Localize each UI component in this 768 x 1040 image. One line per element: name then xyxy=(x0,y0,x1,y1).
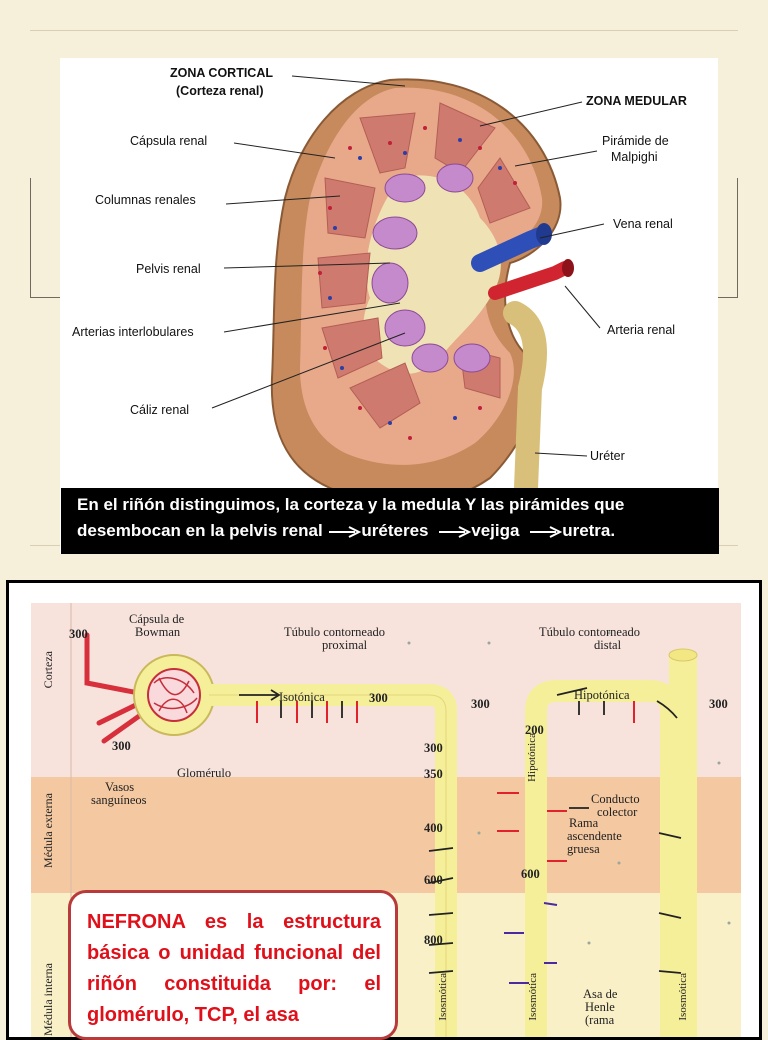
label-rama-2: ascendente xyxy=(567,829,622,843)
osm-600-b: 600 xyxy=(521,867,540,881)
label-isosmotica-c: Isosmótica xyxy=(677,973,689,1021)
label-asa-1: Asa de xyxy=(583,987,618,1001)
osm-200: 200 xyxy=(525,723,544,737)
label-isosmotica-a: Isosmótica xyxy=(437,973,449,1021)
label-ureter: Uréter xyxy=(590,449,625,463)
renal-artery xyxy=(488,261,572,300)
label-caliz-renal: Cáliz renal xyxy=(130,403,190,417)
osm-300-c: 300 xyxy=(471,697,490,711)
label-hipotonica-h: Hipotónica xyxy=(574,688,630,702)
arrow-icon xyxy=(439,525,472,538)
label-vasos-1: Vasos xyxy=(105,780,135,794)
nephron-definition-text: NEFRONA es la estructura básica o unidad… xyxy=(87,911,381,1026)
caption-uretra: uretra. xyxy=(562,521,616,540)
label-tcp-1: Túbulo contorneado xyxy=(284,625,386,639)
label-capsula-bowman-2: Bowman xyxy=(135,625,181,639)
label-conducto-2: colector xyxy=(597,805,638,819)
label-arteria-renal: Arteria renal xyxy=(607,323,676,337)
label-zona-cortical: ZONA CORTICAL xyxy=(170,66,273,80)
label-isotonica: Isotónica xyxy=(279,690,325,704)
osm-300-d: 300 xyxy=(709,697,728,711)
label-rama-1: Rama xyxy=(569,816,599,830)
osm-300-f: 300 xyxy=(424,741,443,755)
caption-line-2: desembocan en la pelvis renal uréteres v… xyxy=(77,518,719,544)
label-tcd-1: Túbulo contorneado xyxy=(539,625,641,639)
label-columnas-renales: Columnas renales xyxy=(95,193,196,207)
arrow-icon xyxy=(329,525,362,538)
ureter-tube xyxy=(503,301,547,500)
arrow-icon xyxy=(530,525,563,538)
zone-medula-externa: Médula externa xyxy=(41,793,55,868)
label-zona-medular: ZONA MEDULAR xyxy=(586,94,687,108)
kidney-caption: En el riñón distinguimos, la corteza y l… xyxy=(61,488,719,554)
label-asa-3: (rama xyxy=(585,1013,615,1027)
label-corteza-renal: (Corteza renal) xyxy=(176,84,264,98)
osm-300-a: 300 xyxy=(69,627,88,641)
osm-400: 400 xyxy=(424,821,443,835)
label-capsula-renal: Cápsula renal xyxy=(130,134,208,148)
label-piramide-1: Pirámide de xyxy=(602,134,669,148)
label-vena-renal: Vena renal xyxy=(613,217,673,231)
osm-600-a: 600 xyxy=(424,873,443,887)
label-conducto-1: Conducto xyxy=(591,792,640,806)
osm-800: 800 xyxy=(424,933,443,947)
label-tcd-2: distal xyxy=(594,638,622,652)
caption-ureteres: uréteres xyxy=(361,521,429,540)
kidney-illustration xyxy=(211,75,605,505)
osm-350: 350 xyxy=(424,767,443,781)
label-arterias-interlobulares: Arterias interlobulares xyxy=(72,325,194,339)
zone-corteza: Corteza xyxy=(41,651,55,689)
label-vasos-2: sanguíneos xyxy=(91,793,147,807)
label-rama-3: gruesa xyxy=(567,842,600,856)
label-piramide-2: Malpighi xyxy=(611,150,658,164)
label-hipotonica-v: Hipotónica xyxy=(526,733,538,782)
osm-300-e: 300 xyxy=(112,739,131,753)
osm-300-b: 300 xyxy=(369,691,388,705)
nephron-definition-box: NEFRONA es la estructura básica o unidad… xyxy=(68,890,398,1040)
caption-line-1: En el riñón distinguimos, la corteza y l… xyxy=(77,495,625,514)
zone-medula-interna: Médula interna xyxy=(41,963,55,1036)
label-tcp-2: proximal xyxy=(322,638,368,652)
caption-vejiga: vejiga xyxy=(471,521,520,540)
label-pelvis-renal: Pelvis renal xyxy=(136,262,201,276)
label-capsula-bowman-1: Cápsula de xyxy=(129,612,185,626)
label-asa-2: Henle xyxy=(585,1000,615,1014)
kidney-diagram-panel: ZONA CORTICAL (Corteza renal) ZONA MEDUL… xyxy=(60,58,718,554)
label-glomerulo: Glomérulo xyxy=(177,766,232,780)
caption-pelvis: desembocan en la pelvis renal xyxy=(77,521,323,540)
label-isosmotica-b: Isosmótica xyxy=(527,973,539,1021)
